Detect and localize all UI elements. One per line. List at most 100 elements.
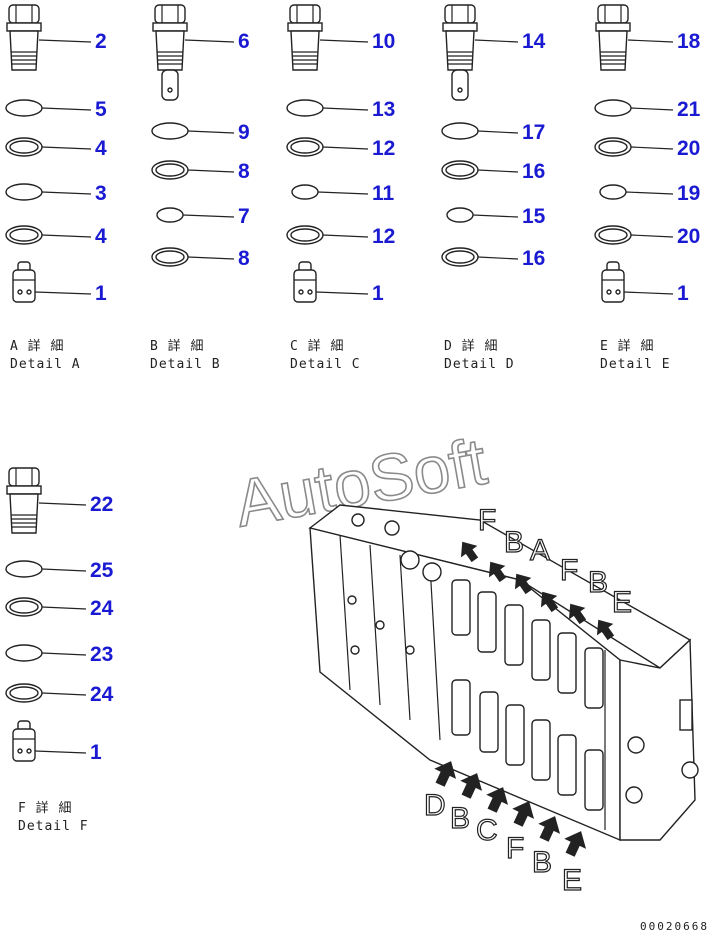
part-oring: 23 [5, 643, 113, 666]
leader-line [630, 107, 674, 111]
arrow-label: A [530, 534, 550, 567]
detail-caption-en: Detail C [290, 357, 361, 372]
callout-number: 18 [677, 30, 701, 53]
part-oring: 13 [286, 98, 395, 121]
part-backup: 8 [151, 160, 250, 183]
part-valve: 2 [6, 4, 107, 71]
leader-line [38, 502, 87, 506]
part-backup: 4 [5, 225, 107, 248]
part-oring-small: 7 [156, 205, 250, 228]
callout-number: 7 [238, 205, 250, 228]
part-oring: 5 [5, 98, 107, 121]
arrow-label: C [476, 814, 498, 847]
leader-line [317, 191, 369, 195]
top-cartridges [451, 579, 604, 709]
callout-number: 25 [90, 559, 114, 582]
callout-number: 12 [372, 137, 395, 160]
callout-number: 5 [95, 98, 107, 121]
leader-line [41, 692, 87, 696]
leader-line [41, 568, 87, 572]
arrow-label: D [424, 789, 446, 822]
part-backup: 8 [151, 247, 250, 270]
leader-line [41, 234, 92, 238]
detail-caption-en: Detail E [600, 357, 671, 372]
part-plug: 1 [601, 261, 689, 305]
leader-line [472, 214, 519, 218]
callout-number: 22 [90, 493, 113, 516]
arrow-label: E [562, 864, 582, 897]
leader-line [630, 146, 674, 150]
part-backup: 24 [5, 683, 114, 706]
drawing-code: 00020668 [640, 920, 709, 933]
top-arrows [460, 541, 615, 641]
leader-line [41, 652, 87, 656]
callout-number: 16 [522, 160, 545, 183]
leader-line [474, 39, 519, 43]
leader-line [322, 107, 369, 111]
leader-line [41, 606, 87, 610]
leader-line [34, 750, 87, 754]
part-backup: 24 [5, 597, 114, 620]
leader-line [477, 130, 519, 134]
part-oring: 9 [151, 121, 250, 144]
part-oring: 21 [594, 98, 701, 121]
leader-line [627, 39, 674, 43]
front-cartridges [451, 679, 604, 811]
detail-caption-jp: E 詳 細 [600, 338, 654, 354]
detail-caption-jp: D 詳 細 [444, 338, 498, 354]
callout-number: 4 [95, 137, 107, 160]
arrow-label: F [478, 504, 496, 537]
callout-number: 20 [677, 225, 700, 248]
leader-line [41, 107, 92, 111]
detail-caption-jp: F 詳 細 [18, 800, 72, 816]
callout-number: 1 [95, 282, 107, 305]
bottom-arrows [434, 761, 587, 857]
callout-number: 1 [372, 282, 384, 305]
part-plug: 1 [293, 261, 384, 305]
part-backup: 16 [441, 247, 545, 270]
part-oring-small: 11 [291, 182, 395, 205]
callout-number: 8 [238, 160, 250, 183]
callout-number: 4 [95, 225, 107, 248]
leader-line [184, 39, 235, 43]
leader-line [477, 256, 519, 260]
detail-caption-jp: C 詳 細 [290, 338, 344, 354]
part-plug: 1 [12, 261, 107, 305]
leader-line [41, 191, 92, 195]
detail-caption-jp: B 詳 細 [150, 338, 204, 354]
part-backup: 16 [441, 160, 545, 183]
leader-line [187, 130, 235, 134]
leader-line [322, 234, 369, 238]
part-oring: 3 [5, 182, 107, 205]
leader-line [625, 191, 674, 195]
part-backup: 12 [286, 225, 395, 248]
callout-number: 10 [372, 30, 395, 53]
part-backup: 20 [594, 137, 700, 160]
detail-caption-en: Detail D [444, 357, 515, 372]
callout-number: 8 [238, 247, 250, 270]
leader-line [623, 291, 674, 295]
leader-line [34, 291, 92, 295]
leader-line [187, 256, 235, 260]
part-backup: 12 [286, 137, 395, 160]
callout-number: 15 [522, 205, 546, 228]
callout-number: 12 [372, 225, 395, 248]
arrow-label: B [450, 802, 470, 835]
part-backup: 4 [5, 137, 107, 160]
callout-number: 3 [95, 182, 107, 205]
leader-line [182, 214, 235, 218]
leader-line [322, 146, 369, 150]
arrow-label: F [506, 832, 524, 865]
part-valve: 18 [595, 4, 701, 71]
callout-number: 9 [238, 121, 250, 144]
leader-line [41, 146, 92, 150]
leader-line [477, 169, 519, 173]
callout-number: 1 [677, 282, 689, 305]
arrow-label: B [504, 526, 524, 559]
callout-number: 24 [90, 597, 114, 620]
